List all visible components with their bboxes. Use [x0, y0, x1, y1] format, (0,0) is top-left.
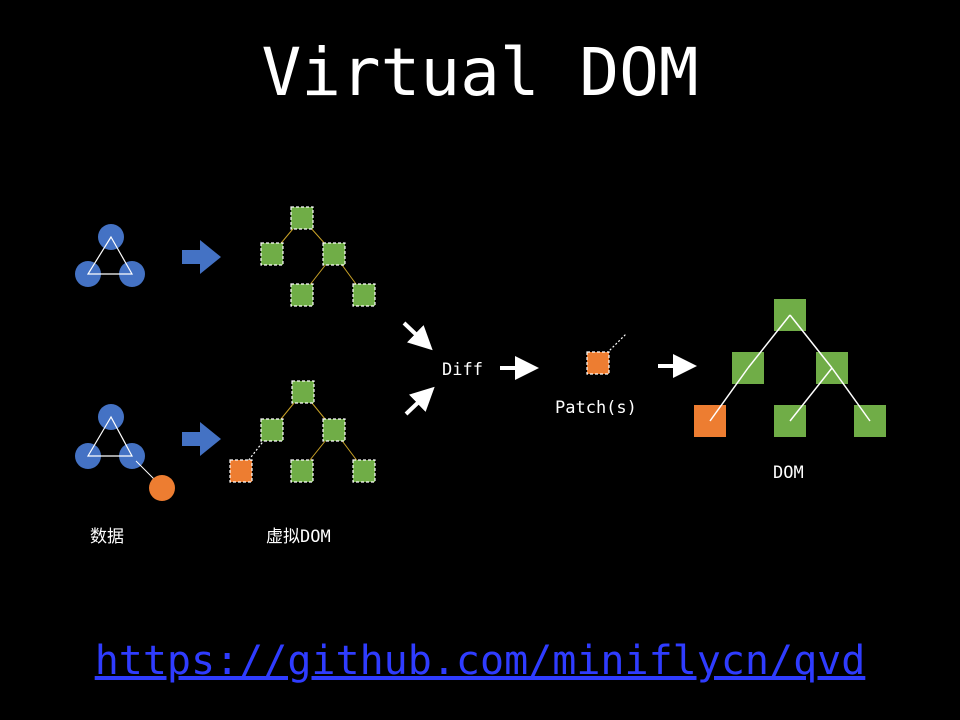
vdom-node-new	[229, 459, 253, 483]
data-graph-changed	[75, 404, 175, 501]
data-edge-new	[135, 460, 156, 481]
vdom-node	[322, 242, 346, 266]
data-graph-original	[75, 224, 145, 287]
vdom-node	[260, 242, 284, 266]
data-edges	[86, 235, 134, 275]
white-arrow-icon	[402, 321, 433, 351]
label-patch: Patch(s)	[555, 398, 637, 418]
vdom-node	[352, 459, 376, 483]
patch-node	[586, 351, 610, 375]
white-arrow-icon	[404, 386, 435, 416]
label-vdom: 虚拟DOM	[266, 527, 331, 547]
vdom-tree-changed	[229, 380, 376, 483]
patch-node-group	[586, 333, 627, 375]
vdom-node	[291, 380, 315, 404]
vdom-node	[290, 206, 314, 230]
data-node-new	[149, 475, 175, 501]
blue-arrow-icon	[182, 240, 221, 274]
vdom-node	[290, 283, 314, 307]
slide-title: Virtual DOM	[261, 34, 699, 111]
vdom-node	[260, 418, 284, 442]
vdom-node	[352, 283, 376, 307]
label-dom: DOM	[773, 463, 804, 483]
vdom-node	[290, 459, 314, 483]
vdom-tree-original	[260, 206, 376, 307]
label-diff: Diff	[442, 360, 483, 380]
blue-arrow-icon	[182, 422, 221, 456]
data-edges	[86, 415, 134, 457]
label-data: 数据	[90, 527, 124, 547]
github-link[interactable]: https://github.com/miniflycn/qvd	[94, 638, 866, 684]
vdom-node	[322, 418, 346, 442]
dom-tree	[694, 299, 886, 437]
